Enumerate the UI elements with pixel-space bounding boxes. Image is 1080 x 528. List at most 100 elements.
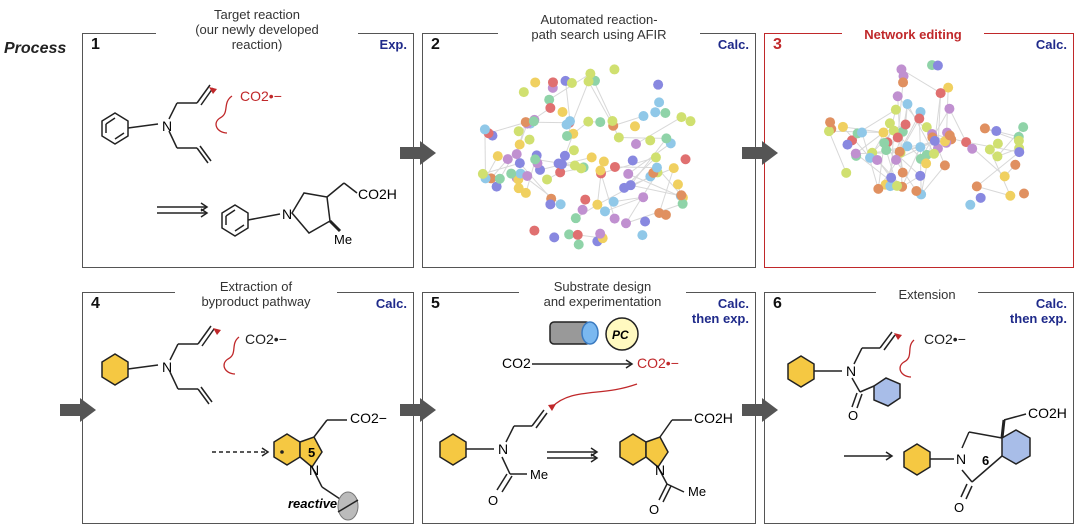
network-edge (618, 137, 667, 139)
network-node (620, 218, 631, 229)
network-edge (628, 173, 684, 198)
network-node (564, 116, 575, 127)
network-node (992, 138, 1003, 149)
network-node (506, 168, 517, 179)
nitrogen-label: N (498, 441, 508, 457)
network-node (514, 158, 525, 169)
network-node (929, 148, 940, 159)
network-node (915, 170, 926, 181)
network-node (971, 181, 982, 192)
network-node (892, 132, 903, 143)
network-node (1018, 188, 1029, 199)
co2h-label: CO2H (694, 410, 733, 426)
panel1-structures: N CO2•− N CO2H Me (101, 84, 397, 247)
method-tag: Calc.then exp. (1009, 296, 1067, 326)
network-node (944, 130, 955, 141)
network-edge (984, 127, 1019, 138)
process-arrow-2-3 (742, 141, 778, 165)
panel-number: 3 (773, 36, 782, 53)
network-node (513, 126, 524, 137)
network-node (513, 183, 524, 194)
panel4-structures: N CO2•− 5 N CO2− reactive (101, 325, 387, 521)
network-node (1013, 135, 1024, 146)
network-node (637, 230, 648, 241)
network-node (569, 160, 580, 171)
network-node (891, 154, 902, 165)
network-node (524, 134, 535, 145)
network-node (929, 135, 940, 146)
network-node (598, 156, 609, 167)
process-arrow-to-4 (60, 398, 96, 422)
network-node (991, 126, 1002, 137)
network-node (491, 181, 502, 192)
network-node (892, 180, 903, 191)
network-node (545, 102, 556, 113)
network-node (580, 194, 591, 205)
network-node (661, 133, 672, 144)
nitrogen-label: N (162, 118, 172, 134)
network-node (555, 167, 566, 178)
process-label: Process (4, 40, 67, 57)
process-arrow-1-2 (400, 141, 436, 165)
network-node (520, 117, 531, 128)
network-node (897, 167, 908, 178)
network-node (932, 60, 943, 71)
network-edge (600, 173, 616, 219)
network-node (530, 154, 541, 165)
method-tag: Calc. (375, 296, 407, 311)
network-node (965, 199, 976, 210)
network-edge (482, 162, 520, 175)
oxygen-label: O (488, 493, 498, 508)
network-node (660, 107, 671, 118)
reactive-label: reactive (288, 496, 337, 511)
ring-number-5: 5 (308, 445, 315, 460)
network-node (975, 192, 986, 203)
network-edge (596, 173, 602, 205)
network-node (559, 150, 570, 161)
network-node (564, 229, 575, 240)
network-node (915, 142, 926, 153)
network-node (879, 137, 890, 148)
network-node (645, 135, 656, 146)
network-node (592, 199, 603, 210)
network-edge (855, 152, 901, 155)
network-node (902, 141, 913, 152)
network-edge (855, 132, 884, 154)
network-node (566, 78, 577, 89)
network-node (629, 121, 640, 132)
co2h-label: CO2H (358, 186, 397, 202)
network-node (850, 148, 861, 159)
network-node (520, 187, 531, 198)
network-node (556, 159, 567, 170)
network-edge (901, 68, 941, 94)
network-node (650, 107, 661, 118)
network-node (654, 97, 665, 108)
network-node (999, 171, 1010, 182)
panel-number: 6 (773, 295, 782, 312)
nitrogen-label: N (162, 359, 172, 375)
network-node (992, 151, 1003, 162)
network-node (595, 117, 606, 128)
network-node (1005, 190, 1016, 201)
network-node (518, 87, 529, 98)
panel6-structures: N O CO2•− N 6 O CO2H (787, 331, 1067, 515)
reaction-network-edited (823, 60, 1029, 210)
network-edge (948, 108, 967, 143)
methyl-label: Me (688, 484, 706, 499)
network-node (914, 113, 925, 124)
network-node (884, 118, 895, 129)
network-node (492, 151, 503, 162)
network-node (609, 64, 620, 75)
network-node (595, 228, 606, 239)
panel-number: 2 (431, 36, 440, 53)
network-node (921, 122, 932, 133)
network-node (585, 68, 596, 79)
network-node (841, 167, 852, 178)
network-node (557, 107, 568, 118)
network-node (825, 117, 836, 128)
process-arrow-5-6 (742, 398, 778, 422)
network-node (921, 158, 932, 169)
network-node (570, 213, 581, 224)
network-node (638, 192, 649, 203)
